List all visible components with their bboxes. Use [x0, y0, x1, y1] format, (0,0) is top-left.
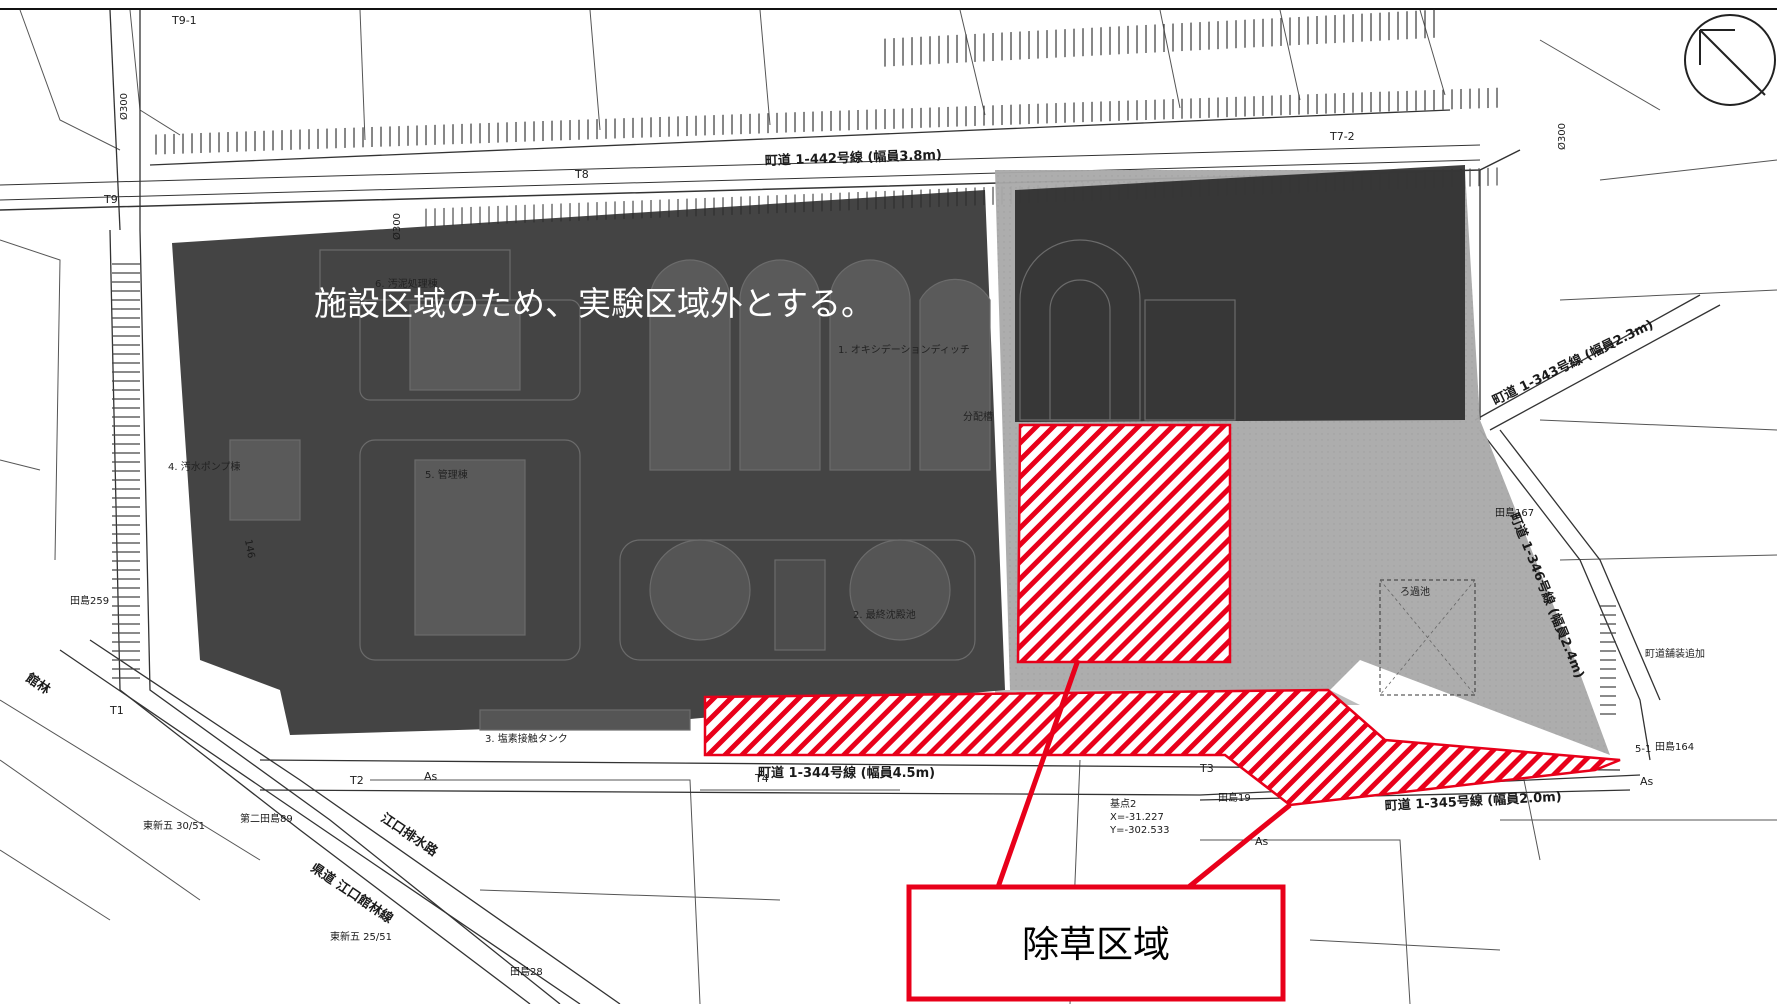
facility-label: 4. 汚水ポンプ棟 — [168, 460, 240, 473]
pipe-marker: Ø300 — [391, 213, 403, 240]
benchmark-label: Y=-302.533 — [1109, 825, 1169, 836]
lot-marker: 146 — [242, 539, 256, 560]
north-arrow-icon — [1684, 14, 1776, 106]
parcel-code: T9 — [103, 193, 118, 206]
lot-marker: 田島28 — [510, 965, 543, 978]
callout-leader-south — [1183, 803, 1292, 892]
facility-note: 施設区域のため、実験区域外とする。 — [314, 284, 874, 323]
facility-label: 3. 塩素接触タンク — [485, 732, 568, 745]
facility-structures — [229, 239, 1236, 731]
weeding-zone-south — [703, 688, 1621, 807]
parcel-code: T4 — [754, 772, 769, 785]
facility-label: 6. 汚泥処理棟 — [375, 277, 438, 290]
road-label-drainage: 江口排水路 — [378, 810, 442, 860]
callout-label: 除草区域 — [1022, 923, 1170, 966]
parcel-code: T9-1 — [171, 14, 197, 27]
road-1-346 — [1479, 429, 1661, 761]
surface-code: As — [1255, 835, 1269, 848]
facility-label: ろ過池 — [1400, 585, 1430, 598]
surface-code: As — [1640, 775, 1654, 788]
facility-label: 分配槽 — [963, 410, 993, 423]
callout-leader-north — [994, 659, 1081, 891]
road-label-1-442: 町道 1-442号線 (幅員3.8m) — [765, 147, 943, 169]
road-1-343 — [1474, 170, 1721, 431]
parcel-code: T1 — [109, 704, 124, 717]
parcel-code: T3 — [1199, 762, 1214, 775]
road-label-1-345: 町道 1-345号線 (幅員2.0m) — [1384, 789, 1562, 814]
road-left — [59, 9, 621, 1004]
lot-marker: 田島259 — [70, 594, 109, 607]
lot-marker: 田島19 — [1218, 791, 1251, 804]
lot-marker: 田島167 — [1495, 506, 1534, 519]
lot-marker: 田島164 — [1655, 740, 1694, 753]
facility-label: 1. オキシデーションディッチ — [838, 343, 970, 356]
pipe-marker: Ø300 — [118, 93, 130, 120]
facility-area-east — [1015, 165, 1465, 422]
parcel-code: T8 — [574, 168, 589, 181]
benchmark-label: X=-31.227 — [1110, 812, 1164, 823]
weeding-zone-north — [1016, 423, 1232, 664]
benchmark-label: 基点2 — [1110, 797, 1136, 810]
facility-label: 町道舗装追加 — [1645, 647, 1705, 660]
parcel-code: T2 — [349, 774, 364, 787]
lot-marker: 第二田島89 — [240, 812, 293, 825]
surface-code: As — [424, 770, 438, 783]
pipe-marker: Ø300 — [1556, 123, 1568, 150]
facility-label: 2. 最終沈殿池 — [853, 608, 916, 621]
parcel-code: T7-2 — [1329, 130, 1355, 143]
lot-marker: 5-1 — [1635, 744, 1651, 755]
road-label-1-343: 町道 1-343号線 (幅員2.3m) — [1490, 317, 1656, 409]
lot-marker: 東新五 30/51 — [143, 819, 205, 832]
callout-box — [906, 884, 1286, 1002]
road-label-tatebayashi: 館林 — [23, 670, 54, 698]
lot-marker: 東新五 25/51 — [330, 930, 392, 943]
road-label-1-344: 町道 1-344号線 (幅員4.5m) — [758, 765, 935, 781]
facility-label: 5. 管理棟 — [425, 468, 468, 481]
